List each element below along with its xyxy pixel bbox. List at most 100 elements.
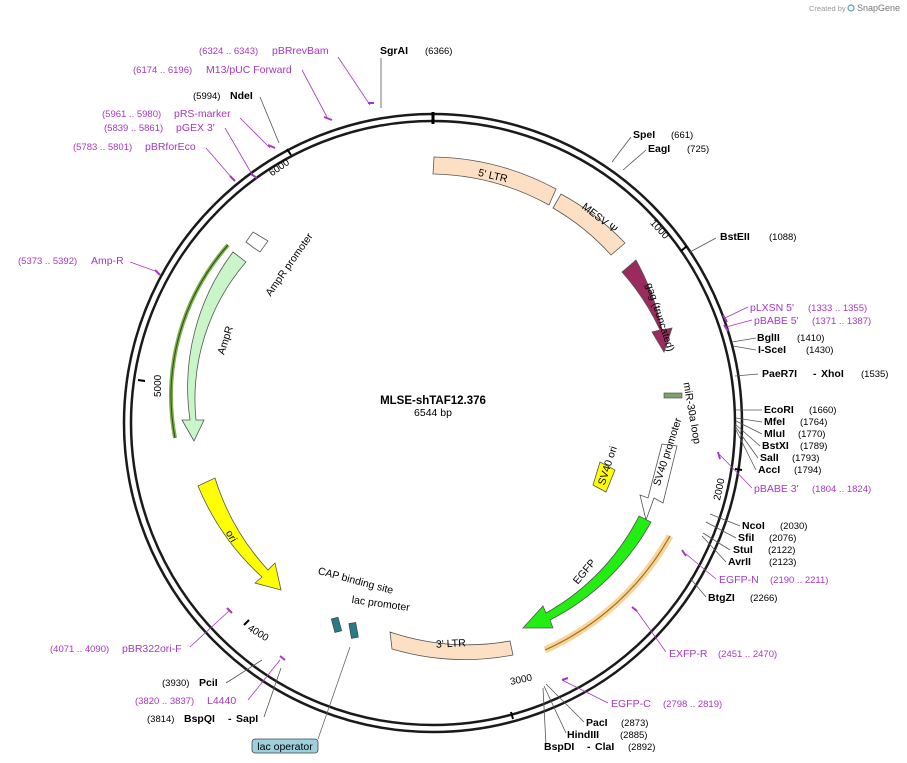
feature-ampr[interactable] <box>181 251 247 442</box>
enzyme-bspqi-pos: (3814) <box>147 714 174 725</box>
feature-cap-binding-site[interactable] <box>330 616 343 633</box>
enzyme-sali-pos: (1793) <box>792 453 819 464</box>
enzyme-ecori[interactable]: EcoRI <box>764 404 794 416</box>
primer-pbr322ori-f[interactable]: pBR322ori-F <box>122 643 182 655</box>
enzyme-avrii-pos: (2123) <box>769 557 796 568</box>
enzyme-i-scei-pos: (1430) <box>806 345 833 356</box>
enzyme-paci[interactable]: PacI <box>586 717 608 729</box>
enzyme-mfei[interactable]: MfeI <box>764 416 785 428</box>
enzyme-btgzi[interactable]: BtgZI <box>708 592 735 604</box>
enzyme-ndei-pos: (5994) <box>193 91 220 102</box>
primer-pbabe5[interactable]: pBABE 5' <box>754 315 799 327</box>
enzyme-ndei[interactable]: NdeI <box>230 90 253 102</box>
enzyme-eagi[interactable]: EagI <box>648 143 670 155</box>
backbone-inner <box>129 119 737 727</box>
enzyme-i-scei[interactable]: I-SceI <box>758 344 786 356</box>
tick-label-4000: 4000 <box>245 623 270 644</box>
enzyme-sapi[interactable]: SapI <box>236 713 258 725</box>
enzyme-bspdi-pos: (2892) <box>628 742 655 753</box>
primer-m13-puc-forward[interactable]: M13/pUC Forward <box>206 64 292 76</box>
enzyme-bstxi[interactable]: BstXI <box>762 440 789 452</box>
enzyme-bglii[interactable]: BglII <box>757 332 780 344</box>
lac-operator-box[interactable] <box>251 738 319 754</box>
enzyme-sgrai[interactable]: SgrAI <box>380 45 408 57</box>
enzyme-bstxi-pos: (1789) <box>800 441 827 452</box>
primer-prs-marker[interactable]: pRS-marker <box>174 108 231 120</box>
primer-pgex3-range: (5839 .. 5861) <box>104 123 163 134</box>
feature-3ltr[interactable] <box>389 631 514 660</box>
feature-ampr-promoter[interactable] <box>245 231 269 253</box>
enzyme-bspdi[interactable]: BspDI <box>544 741 574 753</box>
enzyme-ncoi[interactable]: NcoI <box>742 520 765 532</box>
enzyme-sali[interactable]: SalI <box>760 452 779 464</box>
primer-egfp-n[interactable]: EGFP-N <box>719 574 759 586</box>
primer-amp-r-arrow <box>170 244 229 439</box>
primer-exfp-r[interactable]: EXFP-R <box>669 648 708 660</box>
primer-egfp-c-range: (2798 .. 2819) <box>663 699 722 710</box>
watermark-brand: SnapGene <box>857 3 900 13</box>
enzyme-eagi-pos: (725) <box>687 144 709 155</box>
feature-ori[interactable] <box>197 477 282 591</box>
primer-amp-r[interactable]: Amp-R <box>91 255 124 267</box>
primer-exfp-r-arrow <box>544 535 671 651</box>
enzyme-hindiii-pos: (2885) <box>620 730 647 741</box>
enzyme-acci[interactable]: AccI <box>758 464 780 476</box>
enzyme-paer7i-pos: (1535) <box>861 369 888 380</box>
enzyme-paer7i[interactable]: PaeR7I <box>762 368 797 380</box>
primer-pbrrevbam[interactable]: pBRrevBam <box>272 45 329 57</box>
lac-operator-label: lac operator <box>257 741 313 753</box>
primer-pbrrevbam-range: (6324 .. 6343) <box>199 46 258 57</box>
primer-egfp-c[interactable]: EGFP-C <box>611 698 651 710</box>
feature-lac-promoter[interactable] <box>348 622 359 639</box>
feature-sv40-promoter[interactable] <box>639 443 678 522</box>
enzyme-bsteii[interactable]: BstEII <box>720 231 750 243</box>
enzyme-clai[interactable]: ClaI <box>595 741 614 753</box>
primer-l4440[interactable]: L4440 <box>207 695 236 707</box>
feature-mir30a-loop[interactable] <box>663 392 683 399</box>
enzyme-pcii-pos: (3930) <box>162 678 189 689</box>
tick-label-5000: 5000 <box>153 374 164 397</box>
primer-egfp-n-range: (2190 .. 2211) <box>770 575 828 586</box>
enzyme-separator: - <box>813 368 817 380</box>
backbone-outer <box>122 112 744 734</box>
enzyme-leaders <box>225 58 763 746</box>
feature-5ltr[interactable] <box>432 156 557 206</box>
primer-pbabe3-range: (1804 .. 1824) <box>812 484 871 495</box>
primer-prs-marker-range: (5961 .. 5980) <box>102 109 161 120</box>
primer-pgex3[interactable]: pGEX 3' <box>176 122 215 134</box>
feature-mir-label: miR-30a loop <box>680 381 703 445</box>
enzyme-mlui[interactable]: MluI <box>764 428 785 440</box>
feature-ori-label: ori <box>223 528 239 544</box>
enzyme-spei[interactable]: SpeI <box>633 129 655 141</box>
enzyme-bspqi[interactable]: BspQI <box>184 713 215 725</box>
enzyme-paci-pos: (2873) <box>621 718 648 729</box>
feature-sv40-ori[interactable] <box>592 461 616 493</box>
feature-gag[interactable] <box>621 259 673 353</box>
tick-label-2000: 2000 <box>712 477 727 501</box>
feature-ampr-label: AmpR <box>215 324 236 356</box>
enzyme-spei-pos: (661) <box>671 130 693 141</box>
enzyme-sfii[interactable]: SfiI <box>738 532 754 544</box>
enzyme-avrii[interactable]: AvrII <box>728 556 751 568</box>
primer-pbr322ori-f-range: (4071 .. 4090) <box>50 644 109 655</box>
primer-pbabe5-range: (1371 .. 1387) <box>812 316 871 327</box>
enzyme-hindiii[interactable]: HindIII <box>567 729 599 741</box>
enzyme-xhoi[interactable]: XhoI <box>821 368 844 380</box>
enzyme-stui[interactable]: StuI <box>733 544 753 556</box>
plasmid-name: MLSE-shTAF12.376 <box>380 395 486 407</box>
primer-leaders <box>129 56 753 704</box>
enzyme-pcii[interactable]: PciI <box>199 677 218 689</box>
snapgene-logo-icon <box>847 4 855 12</box>
feature-mesv-psi[interactable] <box>552 193 626 256</box>
plasmid-size: 6544 bp <box>414 407 452 419</box>
enzyme-ncoi-pos: (2030) <box>780 521 807 532</box>
primer-pbrforeco[interactable]: pBRforEco <box>145 141 196 153</box>
primer-pbabe3[interactable]: pBABE 3' <box>754 483 799 495</box>
primer-plxsn5[interactable]: pLXSN 5' <box>750 302 794 314</box>
lac-operator-leader <box>317 646 351 740</box>
feature-egfp[interactable] <box>522 515 652 629</box>
enzyme-mfei-pos: (1764) <box>800 417 827 428</box>
enzyme-acci-pos: (1794) <box>794 465 821 476</box>
enzyme-mlui-pos: (1770) <box>798 429 825 440</box>
